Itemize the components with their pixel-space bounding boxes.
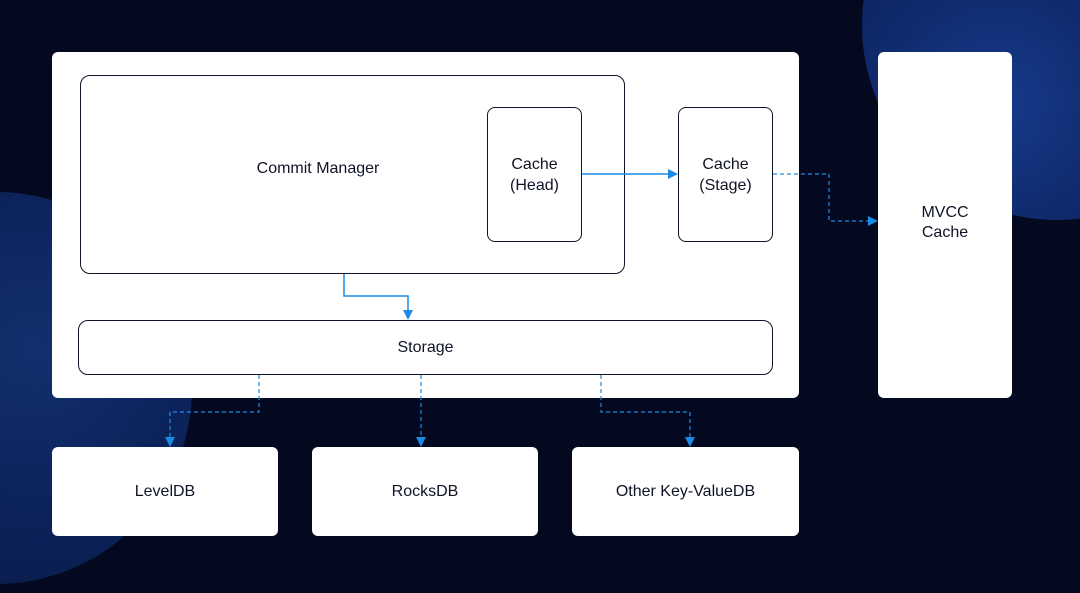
other-kv-db-box: Other Key-ValueDB <box>572 447 799 536</box>
storage-to-other-kvdb-arrow <box>600 375 695 447</box>
mvcc-cache-panel <box>878 52 1012 398</box>
mvcc-cache-label: MVCC Cache <box>921 204 969 241</box>
commit-manager-label: Commit Manager <box>256 160 380 177</box>
storage-box: Storage <box>78 320 773 375</box>
cache-head-box: Cache (Head) <box>487 107 582 242</box>
storage-to-leveldb-arrow <box>165 375 260 447</box>
commit-to-storage-arrow <box>343 274 413 320</box>
leveldb-box: LevelDB <box>52 447 278 536</box>
cache-stage-box: Cache (Stage) <box>678 107 773 242</box>
rocksdb-box: RocksDB <box>312 447 538 536</box>
stage-to-mvcc-arrow <box>773 173 878 226</box>
